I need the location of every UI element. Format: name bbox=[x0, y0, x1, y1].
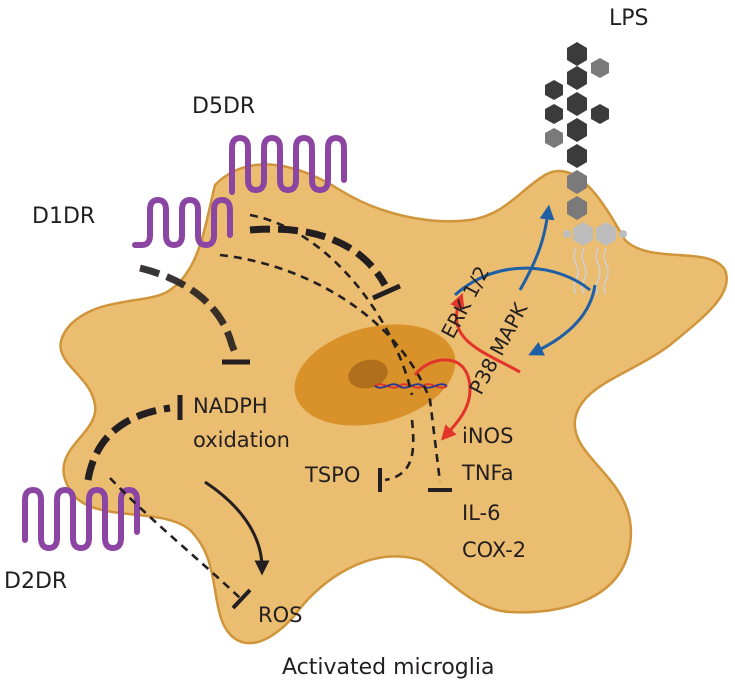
inhibition-arrows bbox=[84, 213, 452, 610]
nadph-label: NADPH bbox=[193, 394, 268, 418]
cox2-label: COX-2 bbox=[462, 538, 527, 562]
ros-label: ROS bbox=[258, 603, 303, 627]
activation-arrows bbox=[413, 204, 597, 441]
lps-label: LPS bbox=[609, 6, 649, 31]
d1dr-receptor-icon bbox=[132, 196, 233, 249]
d2dr-label: D2DR bbox=[4, 569, 68, 594]
tspo-label: TSPO bbox=[305, 463, 361, 487]
inos-label: iNOS bbox=[462, 424, 514, 448]
d5dr-label: D5DR bbox=[192, 94, 256, 119]
oxidation-label: oxidation bbox=[193, 428, 290, 452]
il6-label: IL-6 bbox=[462, 501, 501, 525]
d1dr-label: D1DR bbox=[32, 204, 96, 229]
caption: Activated microglia bbox=[282, 655, 495, 680]
nucleolus bbox=[348, 359, 388, 389]
d2dr-receptor-icon bbox=[22, 486, 140, 552]
d5dr-receptor-icon bbox=[229, 134, 347, 195]
lps-molecule-icon bbox=[545, 42, 627, 295]
nadph-to-ros-arrow bbox=[204, 480, 270, 576]
tnfa-label: TNFa bbox=[462, 461, 514, 485]
